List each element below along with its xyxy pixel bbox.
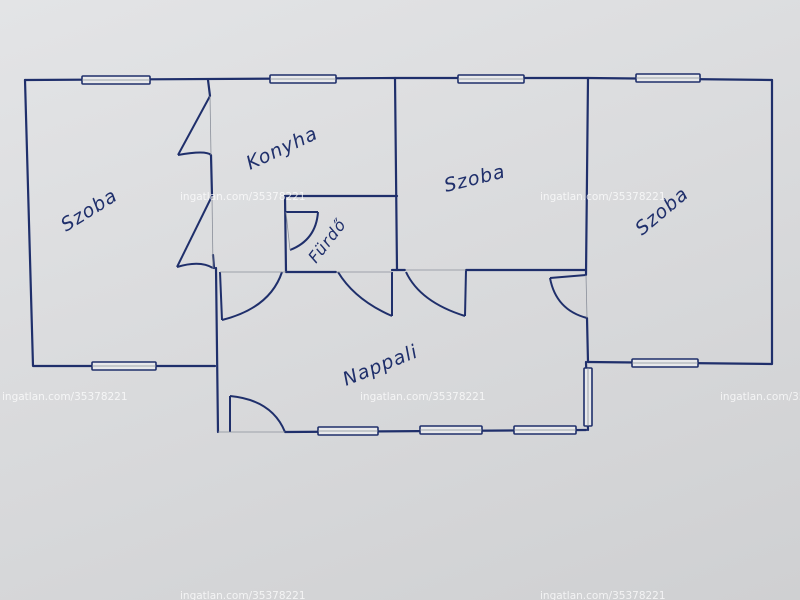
door-right-living — [549, 274, 588, 319]
wall-right-room — [586, 78, 774, 366]
label-room-middle: Szoba — [442, 160, 508, 196]
watermark-6: ingatlan.com/35378221 — [180, 590, 306, 600]
wall-living-left — [214, 266, 220, 434]
door-living-left — [219, 271, 286, 321]
wall-bathroom-left — [283, 194, 288, 274]
room-labels: Szoba Konyha Fürdő Szoba Szoba Nappali — [57, 122, 693, 390]
doors — [176, 95, 588, 433]
label-room-left: Szoba — [57, 185, 122, 237]
watermark-3: ingatlan.com/35378221 — [2, 391, 128, 403]
door-bathroom — [285, 211, 319, 251]
label-bathroom: Fürdő — [304, 215, 350, 266]
watermark-2: ingatlan.com/35378221 — [540, 191, 666, 203]
label-living-room: Nappali — [340, 341, 422, 391]
label-kitchen: Konyha — [243, 122, 322, 174]
door-left-hall-lower — [176, 195, 214, 269]
watermark-1: ingatlan.com/35378221 — [180, 191, 306, 203]
wall-middle-right-upper — [584, 76, 590, 277]
watermarks: ingatlan.com/35378221 ingatlan.com/35378… — [2, 191, 800, 600]
door-entrance — [218, 395, 286, 433]
walls — [23, 76, 774, 434]
watermark-4: ingatlan.com/35378221 — [360, 391, 486, 403]
wall-kitchen-middle — [393, 76, 399, 272]
watermark-7: ingatlan.com/35378221 — [540, 590, 666, 600]
wall-left-room — [23, 78, 217, 368]
door-bathroom-living — [336, 271, 393, 317]
wall-middle-right-lower — [585, 316, 590, 364]
door-middle-living — [405, 269, 467, 317]
windows — [81, 73, 701, 436]
door-left-kitchen-upper — [177, 95, 212, 156]
wall-left-kitchen-upper — [206, 78, 212, 98]
wall-left-kitchen-mid — [209, 153, 214, 198]
watermark-5: ingatlan.com/35378221 — [720, 391, 800, 403]
